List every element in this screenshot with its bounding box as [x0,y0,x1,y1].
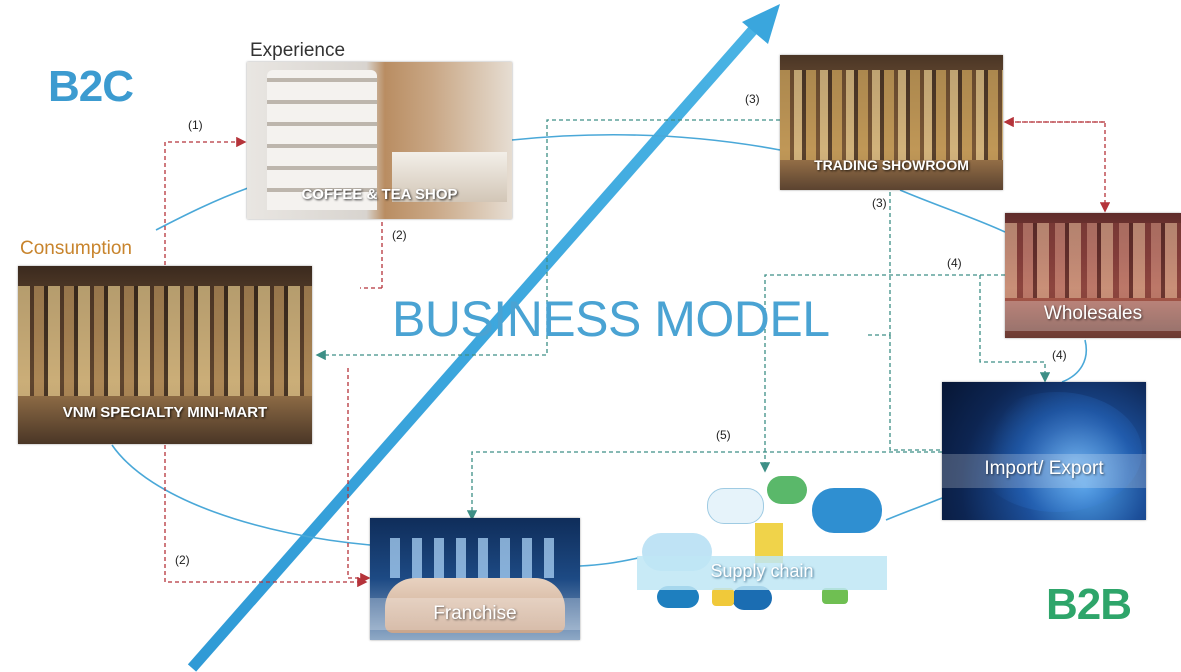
truck-icon [712,588,734,606]
flow-number-2-top: (2) [392,228,407,242]
building-facade-image [267,70,377,210]
flow-number-4-bottom: (4) [1052,348,1067,362]
flow-curves [111,133,1087,567]
flow-number-4-top: (4) [947,256,962,270]
flow-number-3-top: (3) [745,92,760,106]
flow-number-5: (5) [716,428,731,442]
wholesales-title: Wholesales [1043,303,1143,324]
consumption-label: Consumption [20,238,132,259]
cloud-icon [657,586,699,608]
showroom-shelves-image [780,70,1003,160]
wholesales-node: Wholesales [1005,213,1181,338]
truck-icon [822,588,848,604]
flow-number-2-bottom: (2) [175,553,190,567]
franchise-title: Franchise [433,603,517,624]
mini-mart-title: VNM SPECIALTY MINI-MART [62,404,268,421]
import-export-node: Import/ Export [942,382,1146,520]
green-dashed-links [315,119,1051,521]
b2b-label: B2B [1046,580,1132,629]
growth-arrow [187,4,780,672]
mini-mart-shelves-image [18,286,312,396]
globe-network-image [972,392,1142,512]
red-dashed-links [164,116,1111,588]
cloud-icon [767,476,807,504]
mini-mart-node: VNM SPECIALTY MINI-MART [18,266,312,444]
supply-chain-title: Supply chain [710,561,814,581]
network-shops-image [390,538,560,578]
supply-chain-node: Supply chain [637,468,887,613]
cloud-icon [707,488,764,524]
import-export-title: Import/ Export [984,458,1104,479]
franchise-node: Franchise [370,518,580,640]
cloud-icon [812,488,882,533]
trading-showroom-title: TRADING SHOWROOM [814,157,969,173]
hands-image [385,578,565,633]
flow-number-3-mid: (3) [872,196,887,210]
b2c-label: B2C [48,62,134,111]
trading-showroom-node: TRADING SHOWROOM [780,55,1003,190]
flow-number-1: (1) [188,118,203,132]
cloud-icon [732,586,772,610]
coffee-tea-shop-title: COFFEE & TEA SHOP [301,186,458,203]
business-model-title: BUSINESS MODEL [392,291,830,347]
coffee-tea-shop-node: COFFEE & TEA SHOP [247,62,512,219]
experience-label: Experience [250,40,346,61]
wholesale-stock-image [1005,223,1181,298]
shop-interior-image [392,152,507,202]
